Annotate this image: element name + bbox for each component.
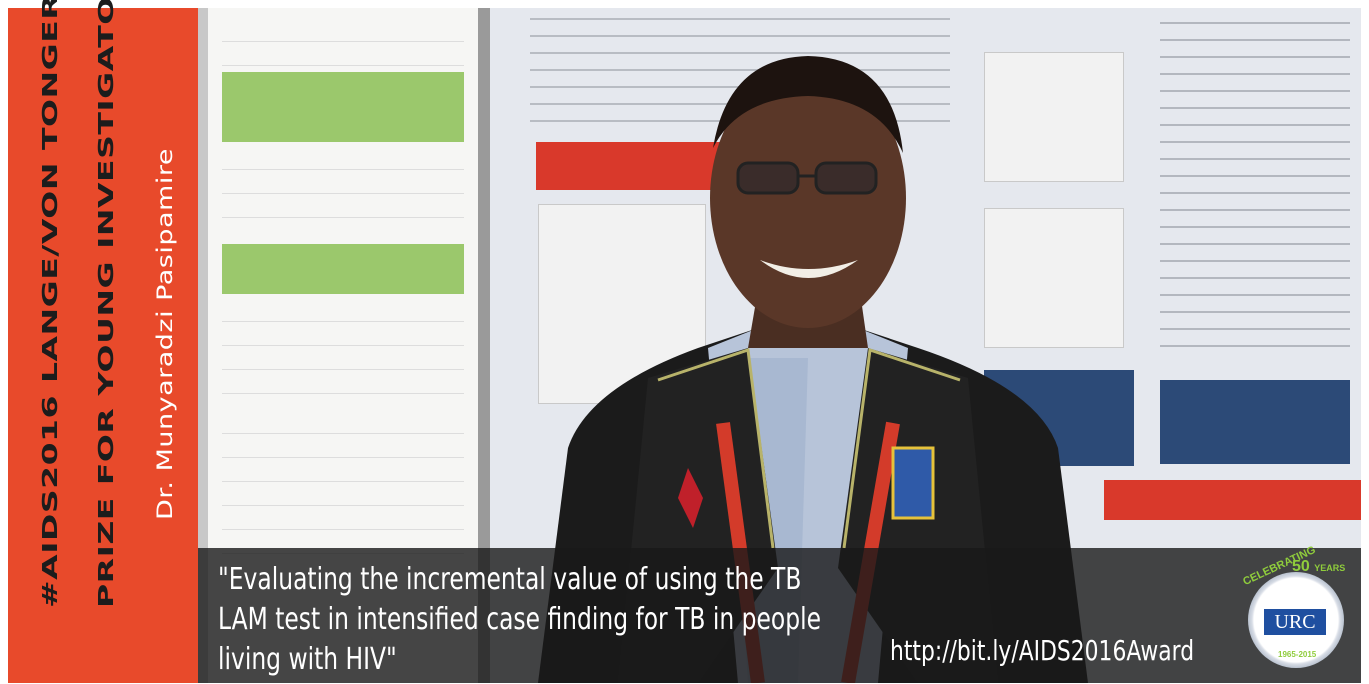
- talk-title-quote: "Evaluating the incremental value of usi…: [218, 562, 821, 677]
- poster-figure: [984, 52, 1124, 182]
- award-link[interactable]: http://bit.ly/AIDS2016Award: [890, 634, 1195, 667]
- caption-bar: "Evaluating the incremental value of usi…: [198, 548, 1361, 683]
- logo-years: 1965-2015: [1278, 650, 1317, 659]
- award-banner: #AIDS2016 LANGE/VON TONGEREN PRIZE FOR Y…: [8, 0, 198, 683]
- poster-table-2: [1160, 380, 1350, 464]
- poster-section-header: [536, 142, 726, 190]
- presenter-name: Dr. Munyaradzi Pasipamire: [153, 148, 178, 520]
- banner-title-line1: #AIDS2016 LANGE/VON TONGEREN: [38, 0, 63, 608]
- poster-venn-diagram: [984, 208, 1124, 348]
- poster-stand-pole: [478, 8, 490, 683]
- logo-anniversary-number: 50 YEARS: [1292, 558, 1346, 575]
- banner-title-line2: PRIZE FOR YOUNG INVESTIGATORS: [94, 0, 119, 608]
- poster-conclusions-header: [1104, 480, 1361, 520]
- logo-wordmark: URC: [1262, 607, 1328, 637]
